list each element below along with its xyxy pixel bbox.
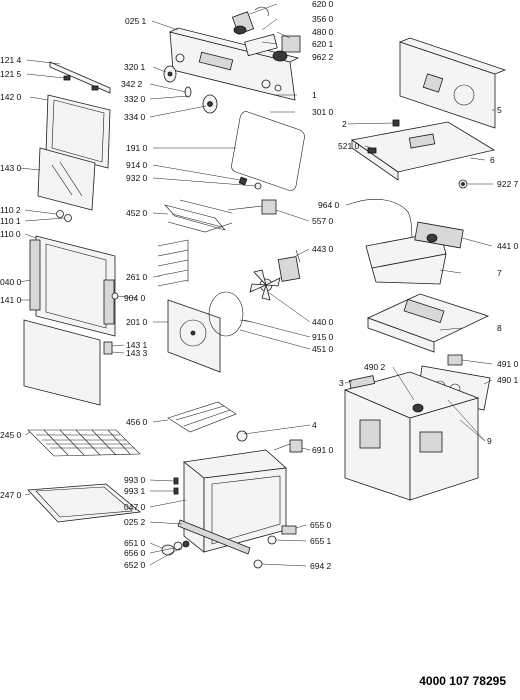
control-panel-drawing [168,27,300,101]
door-glass-panels [37,94,111,211]
label-993-1: 993 1 [124,486,146,496]
label-914-0: 914 0 [126,160,148,170]
top-cover-plate [366,293,490,353]
bottom-heating-element [167,401,248,442]
label-110-1: 110 1 [0,216,21,226]
label-922-7: 922 7 [497,179,519,189]
label-691-0: 691 0 [312,445,334,455]
label-201-0: 201 0 [126,317,148,327]
timer-and-switch-parts [231,6,301,62]
label-9: 9 [487,436,492,446]
label-040-0: 040 0 [0,277,22,287]
label-6: 6 [490,155,495,165]
label-110-0: 110 0 [0,229,21,239]
label-964-0: 964 0 [318,200,340,210]
label-3: 3 [339,378,344,388]
label-245-0: 245 0 [0,430,22,440]
oven-gasket [231,111,305,191]
label-456-0: 456 0 [126,417,148,427]
label-904-0: 904 0 [124,293,146,303]
label-142-0: 142 0 [0,92,22,102]
label-1: 1 [312,90,317,100]
label-247-0: 247 0 [0,490,22,500]
label-452-0: 452 0 [126,208,148,218]
label-557-0: 557 0 [312,216,334,226]
label-915-0: 915 0 [312,332,334,342]
label-694-2: 694 2 [310,561,332,571]
oven-rack [27,429,141,457]
shelf-supports [157,239,189,287]
label-962-2: 962 2 [312,52,334,62]
label-121-4: 121 4 [0,55,22,65]
label-332-0: 332 0 [124,94,146,104]
label-440-0: 440 0 [312,317,334,327]
label-191-0: 191 0 [126,143,148,153]
label-8: 8 [497,323,502,333]
label-121-5: 121 5 [0,69,22,79]
label-342-2: 342 2 [121,79,143,89]
label-655-1: 655 1 [310,536,332,546]
label-490-2: 490 2 [364,362,386,372]
oven-hinges-and-fixings [161,477,190,556]
label-301-0: 301 0 [312,107,334,117]
rear-panel [398,37,507,129]
label-491-0: 491 0 [497,359,519,369]
label-7: 7 [497,268,502,278]
label-655-0: 655 0 [310,520,332,530]
oven-housing [343,371,480,501]
baking-tray [27,483,141,523]
label-025-2: 025 2 [124,517,146,527]
label-480-0: 480 0 [312,27,334,37]
label-620-0: 620 0 [312,0,334,9]
label-047-0: 047 0 [124,502,146,512]
grill-element [164,199,277,233]
cavity-top-plate [350,121,496,181]
label-143-0: 143 0 [0,163,22,173]
label-993-0: 993 0 [124,475,146,485]
label-356-0: 356 0 [312,14,334,24]
control-knobs [163,65,218,114]
label-521-0: 521 0 [338,141,360,151]
label-143-1: 143 1 [126,340,148,350]
label-441-0: 441 0 [497,241,519,251]
label-025-1: 025 1 [125,16,147,26]
part-labels: 025 1 620 0 356 0 480 0 620 1 962 2 121 … [0,0,519,571]
lamp-holder [273,439,303,453]
label-110-2: 110 2 [0,205,21,215]
label-261-0: 261 0 [126,272,148,282]
label-4: 4 [312,420,317,430]
label-652-0: 652 0 [124,560,146,570]
fan-motor [249,249,301,301]
inner-door-glass [23,319,101,406]
door-frame [29,210,119,355]
label-656-0: 656 0 [124,548,146,558]
label-443-0: 443 0 [312,244,334,254]
label-490-1: 490 1 [497,375,519,385]
small-cover-part [348,375,376,389]
leader-lines [19,3,495,567]
label-2: 2 [342,119,347,129]
document-number: 4000 107 78295 [419,674,506,688]
label-141-0: 141 0 [0,295,22,305]
label-651-0: 651 0 [124,538,146,548]
small-fittings [238,176,262,190]
label-932-0: 932 0 [126,173,148,183]
small-bracket [392,119,400,127]
label-5: 5 [497,105,502,115]
oven-cavity [177,449,287,555]
label-451-0: 451 0 [312,344,334,354]
washer [458,179,468,189]
label-320-1: 320 1 [124,62,146,72]
door-top-rail [49,61,111,94]
label-620-1: 620 1 [312,39,334,49]
label-143-3: 143 3 [126,348,148,358]
label-334-0: 334 0 [124,112,146,122]
fan-cover [167,299,221,373]
cooling-fan-assembly [365,221,464,285]
